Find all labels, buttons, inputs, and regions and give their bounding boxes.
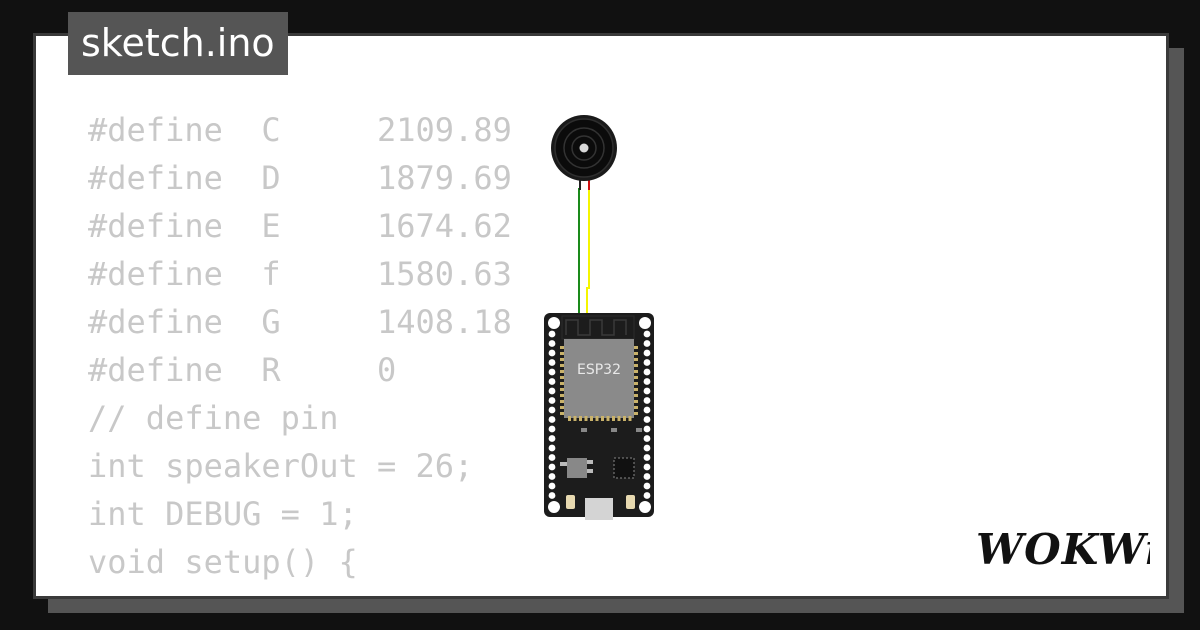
pin-hole[interactable]: [643, 406, 651, 414]
chip-pin: [560, 394, 564, 397]
chip-pin: [634, 364, 638, 367]
pin-hole[interactable]: [548, 378, 556, 385]
chip-pin: [634, 382, 638, 385]
pin-hole[interactable]: [548, 359, 556, 366]
chip-pin: [634, 352, 638, 355]
chip-pin: [601, 416, 604, 421]
chip-pin: [634, 412, 638, 415]
chip-pin: [634, 400, 638, 403]
code-line: #define E 1674.62: [88, 207, 512, 245]
pin-hole[interactable]: [643, 397, 651, 404]
chip-pin: [560, 412, 564, 415]
chip-pin: [560, 376, 564, 379]
chip-pin: [560, 358, 564, 361]
chip-pin: [595, 416, 599, 421]
code-line: #define D 1879.69: [88, 159, 512, 197]
pin-hole[interactable]: [548, 444, 556, 452]
pin-hole[interactable]: [643, 473, 651, 480]
code-line: #define G 1408.18: [88, 303, 512, 341]
code-editor[interactable]: #define C 2109.89 #define D 1879.69 #defin…: [88, 106, 666, 596]
chip-pin: [560, 370, 564, 373]
chip-pin: [560, 382, 564, 385]
chip-pin: [606, 416, 610, 421]
chip-pin: [568, 416, 571, 421]
code-line: #define C 2109.89: [88, 111, 512, 149]
pin-hole[interactable]: [548, 492, 556, 499]
chip-label: ESP32: [577, 362, 621, 378]
pin-hole[interactable]: [643, 330, 651, 338]
code-line: #define R 0: [88, 351, 397, 389]
chip-pin: [628, 416, 632, 421]
chip-pin: [560, 400, 564, 403]
pin-hole[interactable]: [643, 435, 651, 442]
chip-pin: [623, 416, 626, 421]
gnd-wire[interactable]: [548, 188, 580, 333]
pin-hole[interactable]: [548, 473, 556, 480]
code-line: pinMode(speakerOut, OUTPUT);: [88, 586, 666, 596]
pin-hole[interactable]: [643, 359, 651, 366]
pin-hole[interactable]: [548, 368, 556, 376]
chip-pin: [560, 364, 564, 367]
chip-pin: [573, 416, 577, 421]
pin-hole[interactable]: [548, 406, 556, 414]
chip-pin: [634, 394, 638, 397]
pin-hole[interactable]: [548, 454, 556, 461]
pin-hole[interactable]: [643, 492, 651, 499]
pin-hole[interactable]: [643, 387, 651, 395]
pin-hole[interactable]: [548, 435, 556, 442]
pin-hole[interactable]: [548, 463, 556, 471]
chip-pin: [634, 388, 638, 391]
pin-hole[interactable]: [643, 463, 651, 471]
code-line: int speakerOut = 26;: [88, 447, 474, 485]
logo-text: WOKWi: [976, 525, 1150, 574]
pin-hole[interactable]: [548, 340, 556, 347]
code-line: // define pin: [88, 399, 339, 437]
code-line: int DEBUG = 1;: [88, 495, 358, 533]
pin-hole[interactable]: [548, 349, 556, 357]
code-line: #define f 1580.63: [88, 255, 512, 293]
pin-hole[interactable]: [643, 454, 651, 461]
buzzer-icon[interactable]: [551, 115, 617, 190]
chip-pin: [634, 376, 638, 379]
pin-hole[interactable]: [643, 340, 651, 347]
chip-pin: [634, 346, 638, 349]
pin-hole[interactable]: [548, 416, 556, 423]
pin-hole[interactable]: [643, 482, 651, 490]
circuit-diagram: ESP32: [544, 115, 654, 520]
chip-pin: [617, 416, 621, 421]
chip-pin: [560, 346, 564, 349]
chip-pin: [560, 406, 564, 409]
chip-pin: [634, 370, 638, 373]
pin-hole[interactable]: [643, 416, 651, 423]
chip-pin: [590, 416, 593, 421]
chip-pin: [579, 416, 582, 421]
pin-hole[interactable]: [643, 378, 651, 385]
pin-hole[interactable]: [643, 444, 651, 452]
preview-card: #define C 2109.89 #define D 1879.69 #defin…: [33, 33, 1169, 599]
file-tab[interactable]: sketch.ino: [68, 12, 288, 75]
pin-hole[interactable]: [548, 425, 556, 433]
pin-hole[interactable]: [643, 349, 651, 357]
chip-pin: [560, 388, 564, 391]
chip-pin: [634, 406, 638, 409]
pin-hole[interactable]: [548, 387, 556, 395]
pin-hole[interactable]: [548, 482, 556, 490]
wokwi-logo[interactable]: WOKWi: [974, 524, 1150, 574]
esp32-board-icon[interactable]: ESP32: [544, 313, 654, 520]
pin-hole[interactable]: [548, 330, 556, 338]
chip-pin: [634, 358, 638, 361]
chip-pin: [560, 352, 564, 355]
pin-hole[interactable]: [643, 368, 651, 376]
chip-pin: [612, 416, 615, 421]
pin-hole[interactable]: [643, 425, 651, 433]
pin-hole[interactable]: [548, 397, 556, 404]
chip-pin: [584, 416, 588, 421]
code-line: void setup() {: [88, 543, 358, 581]
